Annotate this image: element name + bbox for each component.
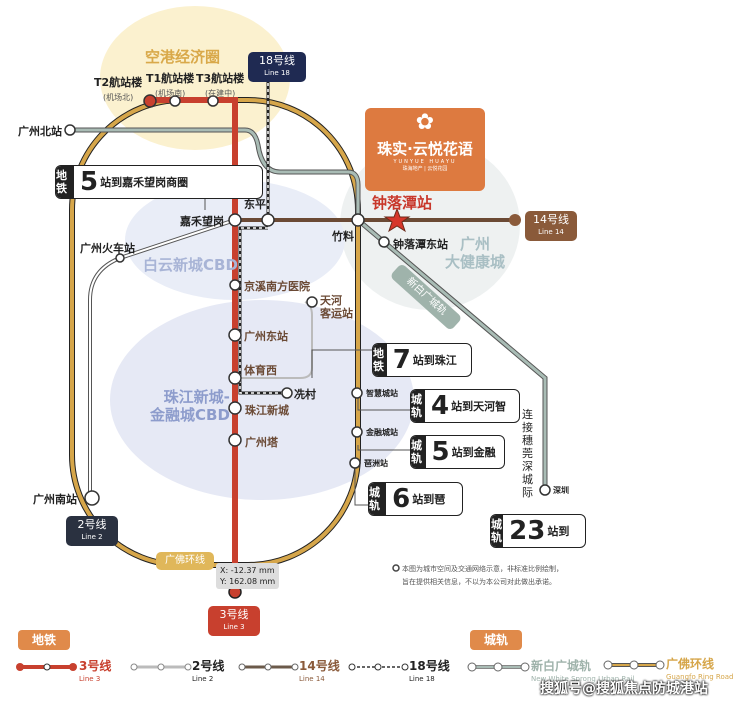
station-dongping: 东平	[244, 198, 266, 211]
project-name: 珠实·云悦花语	[377, 140, 473, 158]
callout-rail-23: 城轨23站到深圳	[490, 514, 586, 548]
station-gz-north: 广州北站	[18, 125, 62, 138]
station-gz-rail: 广州火车站	[80, 242, 135, 255]
watermark: 搜狐号@搜狐焦点防城港站	[540, 681, 708, 697]
station-jinrong: 金融城站	[366, 428, 398, 437]
stations	[64, 94, 551, 506]
disclaimer-note: 本图为城市空间及交通网络示意，非标准比例绘制， 旨在提供相关信息，不以为本公司对…	[402, 565, 563, 586]
station-t3: T3航站楼(在建中)	[196, 72, 245, 98]
station-tiyuxi: 体育西	[244, 364, 277, 377]
callout-rail-4: 城轨4站到天河智慧城	[410, 389, 520, 423]
zone-airport: 空港经济圈	[145, 48, 221, 66]
station-xiancun: 冼村	[294, 388, 316, 401]
zone-health: 广州 大健康城	[445, 235, 506, 271]
station-pazhou: 琶洲站	[364, 459, 388, 468]
project-logo: ✿ 珠实·云悦花语 YUNYUE HUAYU 珠海地产 | 云悦花园	[365, 108, 485, 191]
station-jiahe: 嘉禾望岗	[180, 215, 224, 228]
station-zhuliao: 竹料	[332, 230, 354, 243]
station-gz-east: 广州东站	[244, 330, 288, 343]
project-station: 钟落潭站	[372, 194, 433, 212]
coord-x: X: -12.37 mm	[220, 566, 275, 575]
project-tagline: 珠海地产 | 云悦花园	[402, 166, 448, 172]
station-jingxi: 京溪南方医院	[244, 280, 310, 293]
station-gz-tower: 广州塔	[245, 436, 278, 449]
callout-metro-7: 地铁7站到珠江新城	[372, 343, 472, 377]
legend-rail-header: 城轨	[470, 630, 522, 650]
station-tianhe-bus: 天河 客运站	[320, 294, 353, 320]
station-zhihui: 智慧城站	[366, 389, 398, 398]
station-zjxc: 珠江新城	[245, 404, 289, 417]
station-shenzhen: 深圳	[553, 486, 569, 495]
coordinate-readout: X: -12.37 mm Y: 162.08 mm	[216, 563, 280, 589]
coord-y: Y: 162.08 mm	[220, 577, 276, 586]
station-gz-south: 广州南站	[33, 493, 77, 506]
callout-rail-6: 城轨6站到琶洲	[368, 482, 463, 516]
airport-zone	[100, 6, 290, 150]
flower-icon: ✿	[415, 110, 435, 135]
zone-zhujiang: 珠江新城- 金融城CBD	[150, 388, 230, 424]
zone-baiyun: 白云新城CBD	[143, 256, 238, 274]
project-sub: YUNYUE HUAYU	[393, 159, 457, 165]
station-zlt-east: 钟落潭东站	[393, 238, 448, 251]
tag-guangfo: 广佛环线	[156, 552, 214, 570]
legend-lines	[16, 660, 665, 672]
intercity-label: 连接穗莞深城际	[522, 408, 533, 499]
legend-metro-header: 地铁	[18, 630, 70, 650]
station-t2: T2航站楼(机场北)	[94, 76, 143, 102]
station-t1: T1航站楼(机场南)	[146, 72, 195, 98]
project-star-icon	[383, 207, 411, 233]
note-bullet-icon	[392, 564, 400, 572]
